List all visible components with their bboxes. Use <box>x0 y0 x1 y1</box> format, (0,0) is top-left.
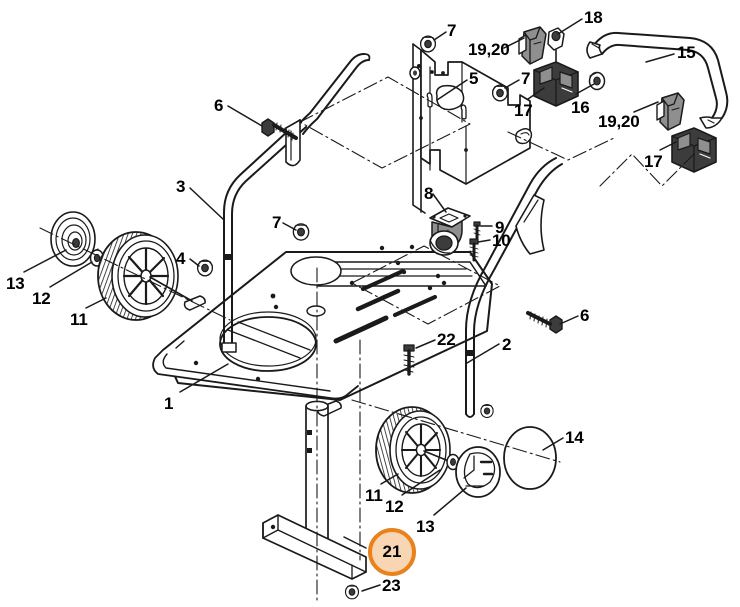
callout-number-3[interactable]: 3 <box>176 177 186 196</box>
highlighted-part-badge-21[interactable]: 21 <box>368 528 416 576</box>
callout-number-13[interactable]: 13 <box>416 517 435 536</box>
callout-number-9[interactable]: 9 <box>495 218 505 237</box>
deck-plate <box>152 244 493 417</box>
callout-number-17[interactable]: 17 <box>514 101 533 120</box>
callout-number-8[interactable]: 8 <box>424 184 434 203</box>
callout-number-6[interactable]: 6 <box>580 306 590 325</box>
callout-number-23[interactable]: 23 <box>382 576 401 595</box>
callout-number-7[interactable]: 7 <box>272 213 282 232</box>
nut-right-handle-base <box>480 403 494 419</box>
callout-number-10[interactable]: 10 <box>492 231 511 250</box>
callout-leaders <box>23 18 677 592</box>
clamp-part17-lower <box>671 127 717 173</box>
castor-assembly <box>429 207 481 262</box>
hubcap-right <box>455 446 501 498</box>
callout-number-14[interactable]: 14 <box>565 428 584 447</box>
callout-number-11[interactable]: 11 <box>70 310 88 329</box>
upper-handle-bar-15 <box>586 31 729 129</box>
callout-number-2[interactable]: 2 <box>502 335 512 354</box>
right-wheel-assembly <box>375 406 557 498</box>
callout-number-12[interactable]: 12 <box>385 497 404 516</box>
clamp-19-20-lower <box>656 92 685 131</box>
callout-number-7[interactable]: 7 <box>521 69 531 88</box>
callout-number-4[interactable]: 4 <box>176 249 186 268</box>
bolt-part6-left <box>261 118 298 141</box>
hubcap-left <box>50 211 96 267</box>
callout-number-16[interactable]: 16 <box>571 98 590 117</box>
screw-part9 <box>473 221 481 240</box>
nut-part7-mid <box>292 223 310 241</box>
callout-number-18[interactable]: 18 <box>584 8 603 27</box>
bolt-part6-right <box>526 311 563 334</box>
callout-number-13[interactable]: 13 <box>6 274 25 293</box>
callout-number-6[interactable]: 6 <box>214 96 224 115</box>
callout-number-22[interactable]: 22 <box>437 330 456 349</box>
bushing-part16 <box>588 71 606 91</box>
callout-number-17[interactable]: 17 <box>644 152 663 171</box>
assembly-axis-lines <box>39 76 695 601</box>
back-panel <box>409 35 533 214</box>
callout-number-19-20[interactable]: 19,20 <box>468 40 510 59</box>
screw-part10 <box>469 238 479 262</box>
artwork-layer <box>23 18 729 601</box>
left-wheel-assembly <box>50 211 214 321</box>
callout-number-5[interactable]: 5 <box>469 69 479 88</box>
wheel-left <box>97 231 193 321</box>
left-lower-handle <box>221 119 307 353</box>
nut-part4 <box>196 259 214 277</box>
nut-part7-panel-top <box>419 35 437 53</box>
screw-part22 <box>403 344 415 376</box>
callout-number-15[interactable]: 15 <box>677 43 696 62</box>
nut-part23 <box>344 584 360 600</box>
callout-number-1[interactable]: 1 <box>164 394 174 413</box>
clamp-part17-upper <box>533 61 579 107</box>
callout-number-11[interactable]: 11 <box>365 486 383 505</box>
post-and-base <box>262 400 367 600</box>
callout-number-7[interactable]: 7 <box>447 21 457 40</box>
clamp-19-20-upper <box>518 26 547 65</box>
callout-number-19-20[interactable]: 19,20 <box>598 112 640 131</box>
callout-number-12[interactable]: 12 <box>32 289 51 308</box>
upper-left-handle-tube <box>261 53 371 167</box>
o-ring-part14 <box>503 426 557 490</box>
right-handle-frame <box>465 157 563 419</box>
